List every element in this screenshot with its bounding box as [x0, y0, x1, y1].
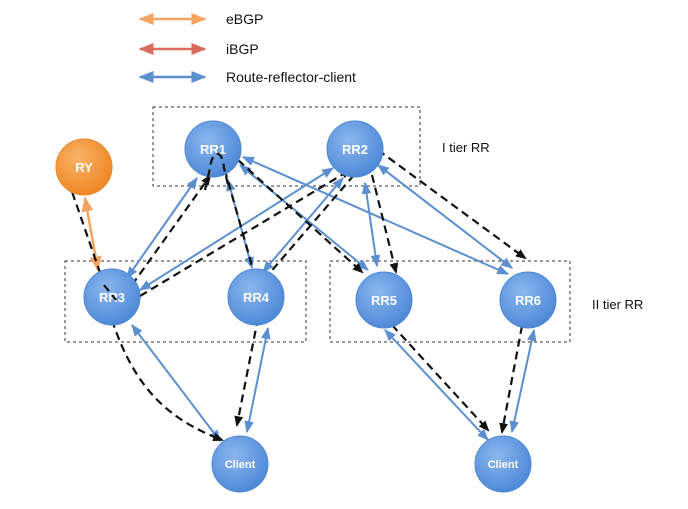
path-rr3-client-left [110, 319, 225, 442]
link-rr3-client-left [131, 324, 221, 442]
node-rr6-label: RR6 [515, 293, 541, 308]
node-rr1: RR1 [184, 120, 242, 178]
node-client-right-label: Client [488, 459, 519, 471]
path-rr2-rr6 [377, 149, 527, 260]
path-rr3-rr1 [131, 174, 212, 286]
link-rr6-client-right [509, 328, 537, 434]
node-rr5-label: RR5 [371, 293, 397, 308]
legend-rrc-label: Route-reflector-client [226, 69, 356, 85]
node-ry: RY [55, 138, 113, 196]
tier1-box [152, 106, 421, 187]
link-rr2-rr5 [361, 181, 381, 268]
path-rr4-client-left [234, 317, 260, 428]
overlay-paths [103, 152, 230, 301]
rrc-links [126, 156, 537, 442]
path-overlay-rr3 [103, 284, 117, 301]
node-rr3-label: RR3 [99, 290, 125, 305]
node-rr4-label: RR4 [243, 290, 270, 305]
link-rr4-client-left [244, 326, 271, 434]
legend-ibgp-label: iBGP [226, 41, 259, 57]
legend: eBGP iBGP Route-reflector-client [138, 11, 356, 85]
path-rr3-rr2 [139, 168, 352, 297]
path-rr2-rr4 [260, 174, 355, 284]
path-overlay-rr1 [203, 152, 230, 191]
legend-ebgp-label: eBGP [226, 11, 263, 27]
link-rr1-rr3 [126, 177, 198, 279]
node-rr4: RR4 [227, 268, 285, 326]
link-rr5-client-right [384, 329, 489, 441]
path-rr6-client-right [499, 325, 524, 435]
node-rr2-label: RR2 [342, 142, 368, 157]
link-rr2-rr6 [377, 164, 513, 269]
node-client-left: Client [211, 435, 269, 493]
node-rr3: RR3 [83, 268, 141, 326]
node-rr1-label: RR1 [200, 142, 226, 157]
tier2-label: II tier RR [592, 297, 643, 312]
path-rr2-rr5 [370, 174, 399, 275]
node-client-left-label: Client [225, 459, 256, 471]
node-rr6: RR6 [499, 271, 557, 329]
link-rr2-rr4 [262, 177, 344, 273]
path-rr5-client-right [391, 324, 490, 432]
node-client-right: Client [474, 435, 532, 493]
node-rr2: RR2 [326, 120, 384, 178]
node-rr5: RR5 [355, 271, 413, 329]
path-rr1-rr5 [237, 159, 364, 274]
node-ry-label: RY [75, 160, 93, 175]
tier1-label: I tier RR [442, 140, 490, 155]
